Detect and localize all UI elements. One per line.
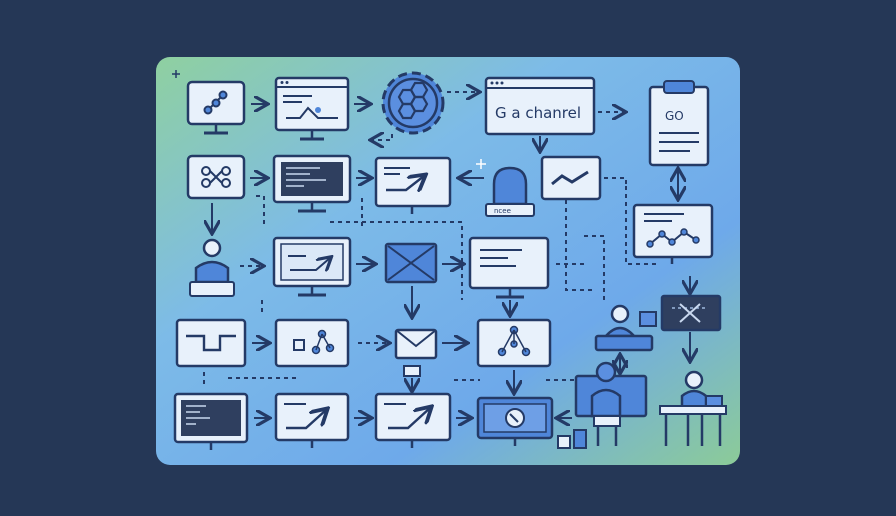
- clipboard-label: GO: [665, 109, 684, 123]
- worker-at-computer-icon: [557, 361, 648, 449]
- channel-window: G a chanrel: [484, 76, 596, 136]
- channel-window-title: G a chanrel: [495, 104, 581, 122]
- node-chart-monitor: [272, 236, 352, 297]
- node-line-chart-monitor: [632, 203, 714, 264]
- envelope-box-icon: [384, 242, 438, 284]
- node-rise-monitor-a: [274, 392, 350, 448]
- node-graph-monitor: [274, 318, 350, 368]
- device-tag: ncee: [494, 207, 511, 215]
- molecule-icon: [203, 90, 228, 115]
- sparkle-icon: [172, 70, 180, 78]
- mail-envelope-icon: [394, 328, 438, 377]
- node-tree-monitor: [476, 318, 552, 368]
- node-network-monitor: [186, 154, 246, 200]
- node-globe-monitor: [476, 396, 554, 446]
- node-terminal-monitor: [272, 154, 352, 213]
- alarm-light-icon: ncee: [485, 166, 535, 217]
- node-molecule-monitor: [186, 80, 246, 135]
- server-box-icon: [660, 294, 722, 332]
- node-code-monitor: [173, 392, 249, 450]
- node-wave-browser: [274, 76, 350, 141]
- clipboard-icon: GO: [648, 80, 710, 167]
- dashed-connectors: [203, 186, 660, 388]
- node-rise-monitor-b: [374, 392, 452, 448]
- network-icon: [201, 166, 231, 188]
- node-trend-monitor: [540, 155, 602, 201]
- plus-icon: [476, 159, 486, 169]
- node-growth-monitor: [374, 156, 452, 214]
- gear-icon: [381, 71, 445, 135]
- worker-at-desk-icon: [594, 304, 657, 352]
- node-text-monitor: [468, 236, 550, 299]
- seated-person-icon: [659, 370, 727, 446]
- user-avatar-icon: [189, 238, 235, 297]
- node-pulse-monitor: [175, 318, 247, 368]
